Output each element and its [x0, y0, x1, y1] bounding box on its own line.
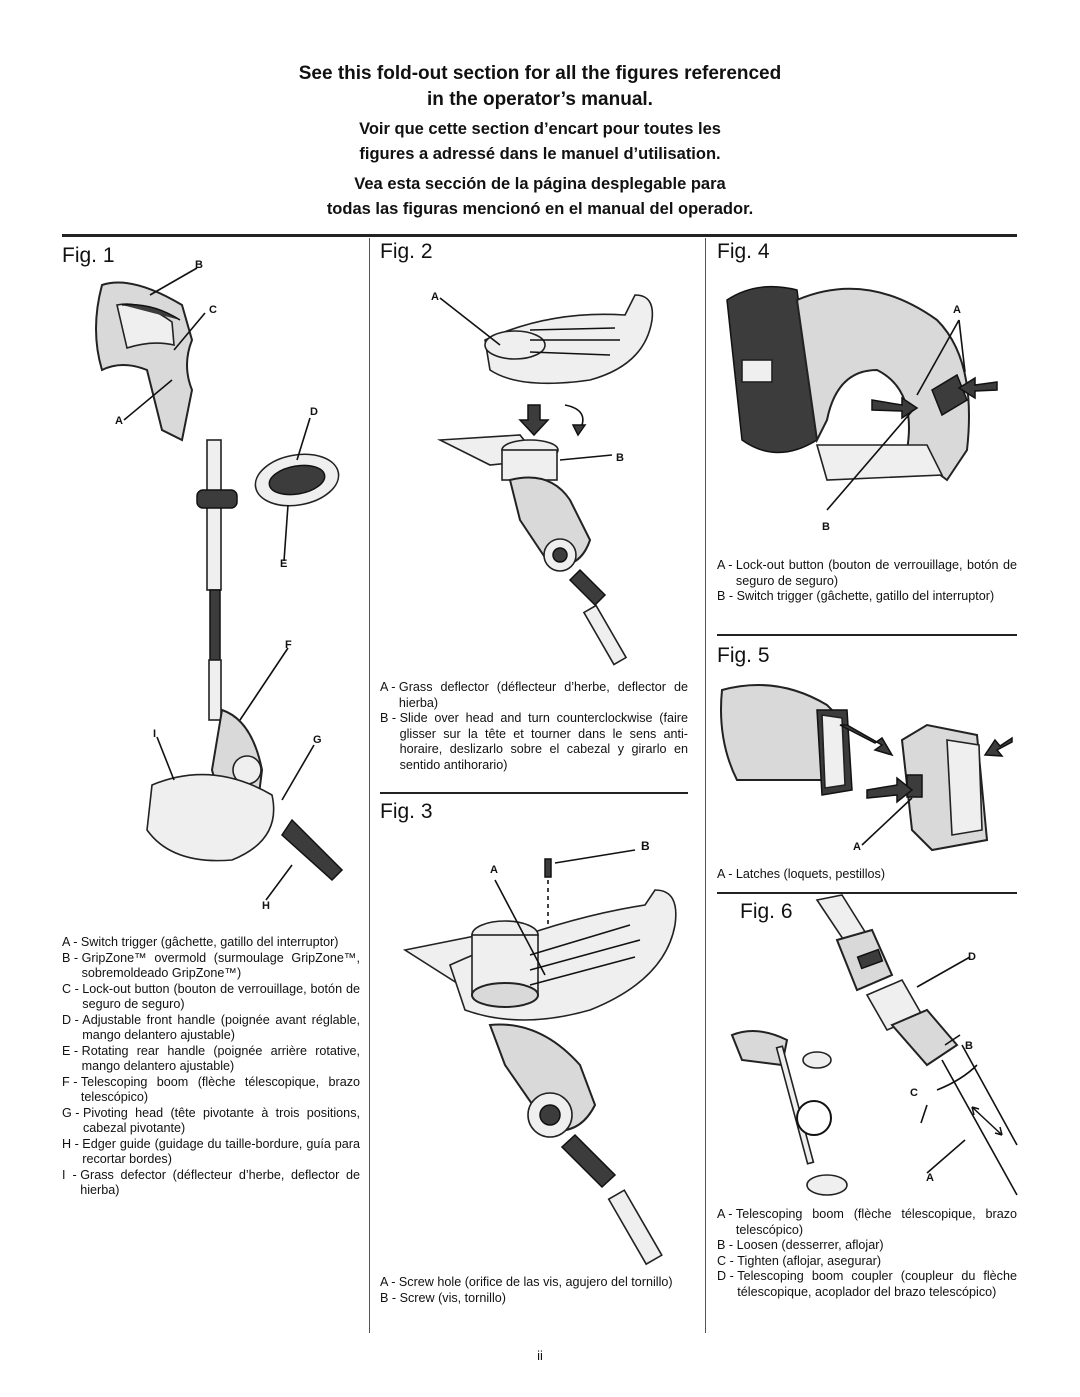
page-number: ii	[537, 1348, 543, 1363]
legend-item: B - Switch trigger (gâchette, gatillo de…	[717, 589, 995, 603]
legend-item: A - Latches (loquets, pestillos)	[717, 867, 886, 881]
fig5-legend: A - Latches (loquets, pestillos)	[717, 867, 1017, 883]
fig3-label-a: A	[490, 864, 498, 876]
legend-item: G - Pivoting head (tête pivotante à troi…	[62, 1105, 360, 1136]
fig4-lockout-illustration	[726, 285, 998, 511]
fig4-label-a: A	[953, 304, 961, 316]
fig5-title: Fig. 5	[717, 644, 770, 667]
legend-item: F - Telescoping boom (flèche télescopiqu…	[62, 1074, 360, 1105]
fig1-label-h: H	[262, 900, 270, 912]
fig1-label-e: E	[280, 558, 288, 570]
header-english-line1: See this fold-out section for all the fi…	[298, 63, 782, 84]
fig2-label-b: B	[616, 452, 624, 464]
fig1-label-f: F	[285, 639, 292, 651]
fig1-title: Fig. 1	[62, 244, 115, 267]
legend-item: A - Grass deflector (déflecteur d’herbe,…	[380, 680, 688, 710]
fig3-label-b: B	[641, 839, 650, 853]
header-french-line1: Voir que cette section d’encart pour tou…	[359, 120, 721, 138]
fig4-fig5-divider	[717, 634, 1017, 636]
legend-item: A - Lock-out button (bouton de verrouill…	[717, 558, 1017, 588]
fig1-label-b: B	[195, 259, 203, 271]
fig6-title: Fig. 6	[740, 900, 793, 923]
fig3-title: Fig. 3	[380, 800, 433, 823]
fig6-label-b: B	[965, 1040, 973, 1052]
fig4-label-b: B	[822, 521, 830, 533]
legend-item: B - GripZone™ overmold (surmoulage GripZ…	[62, 950, 360, 981]
fig1-legend: A - Switch trigger (gâchette, gatillo de…	[62, 935, 360, 1199]
fig5-label-a: A	[853, 841, 861, 853]
fig4-legend: A - Lock-out button (bouton de verrouill…	[717, 558, 1017, 605]
fig6-legend: A - Telescoping boom (flèche télescopiqu…	[717, 1207, 1017, 1300]
legend-item: C - Lock-out button (bouton de verrouill…	[62, 981, 360, 1012]
fig6-label-c: C	[910, 1087, 918, 1099]
fig6-label-d: D	[968, 951, 976, 963]
legend-item: A - Telescoping boom (flèche télescopiqu…	[717, 1207, 1017, 1237]
fig1-label-g: G	[313, 734, 322, 746]
fig6-telescoping-boom-illustration	[730, 894, 1018, 1196]
legend-item: I - Grass defector (déflecteur d’herbe, …	[62, 1167, 360, 1198]
fig1-string-trimmer-illustration	[95, 267, 344, 901]
fig2-deflector-install-illustration	[436, 294, 654, 666]
header-french-line2: figures a adressé dans le manuel d’utili…	[359, 145, 721, 163]
fig4-title: Fig. 4	[717, 240, 770, 263]
fig3-legend: A - Screw hole (orifice de las vis, aguj…	[380, 1275, 688, 1306]
fig1-label-d: D	[310, 406, 318, 418]
legend-item: D - Telescoping boom coupler (coupleur d…	[717, 1269, 1017, 1299]
fig3-screw-illustration	[402, 849, 677, 1266]
fig6-label-a: A	[926, 1172, 934, 1184]
fig2-label-a: A	[431, 291, 439, 303]
header-english-line2: in the operator’s manual.	[427, 89, 653, 110]
legend-item: B - Loosen (desserrer, aflojar)	[717, 1238, 884, 1252]
fig5-fig6-divider	[717, 892, 1017, 894]
fig1-label-a: A	[115, 415, 123, 427]
fig2-title: Fig. 2	[380, 240, 433, 263]
legend-item: H - Edger guide (guidage du taille-bordu…	[62, 1136, 360, 1167]
header-spanish-line2: todas las figuras mencionó en el manual …	[326, 200, 754, 218]
column-divider-left	[369, 238, 370, 1333]
column-divider-right	[705, 238, 706, 1333]
legend-item: E - Rotating rear handle (poignée arrièr…	[62, 1043, 360, 1074]
legend-item: D - Adjustable front handle (poignée ava…	[62, 1012, 360, 1043]
fig2-legend: A - Grass deflector (déflecteur d’herbe,…	[380, 680, 688, 773]
fig1-label-i: I	[153, 728, 157, 740]
legend-item: C - Tighten (aflojar, asegurar)	[717, 1253, 882, 1268]
legend-item: A - Switch trigger (gâchette, gatillo de…	[62, 935, 339, 949]
fig2-fig3-divider	[380, 792, 688, 794]
fig5-battery-illustration	[720, 684, 1013, 852]
header-divider	[62, 234, 1017, 237]
legend-item: B - Screw (vis, tornillo)	[380, 1290, 506, 1305]
fig1-label-c: C	[209, 304, 217, 316]
legend-item: B - Slide over head and turn countercloc…	[380, 711, 688, 772]
legend-item: A - Screw hole (orifice de las vis, aguj…	[380, 1275, 673, 1289]
header-spanish-line1: Vea esta sección de la página desplegabl…	[354, 175, 726, 193]
